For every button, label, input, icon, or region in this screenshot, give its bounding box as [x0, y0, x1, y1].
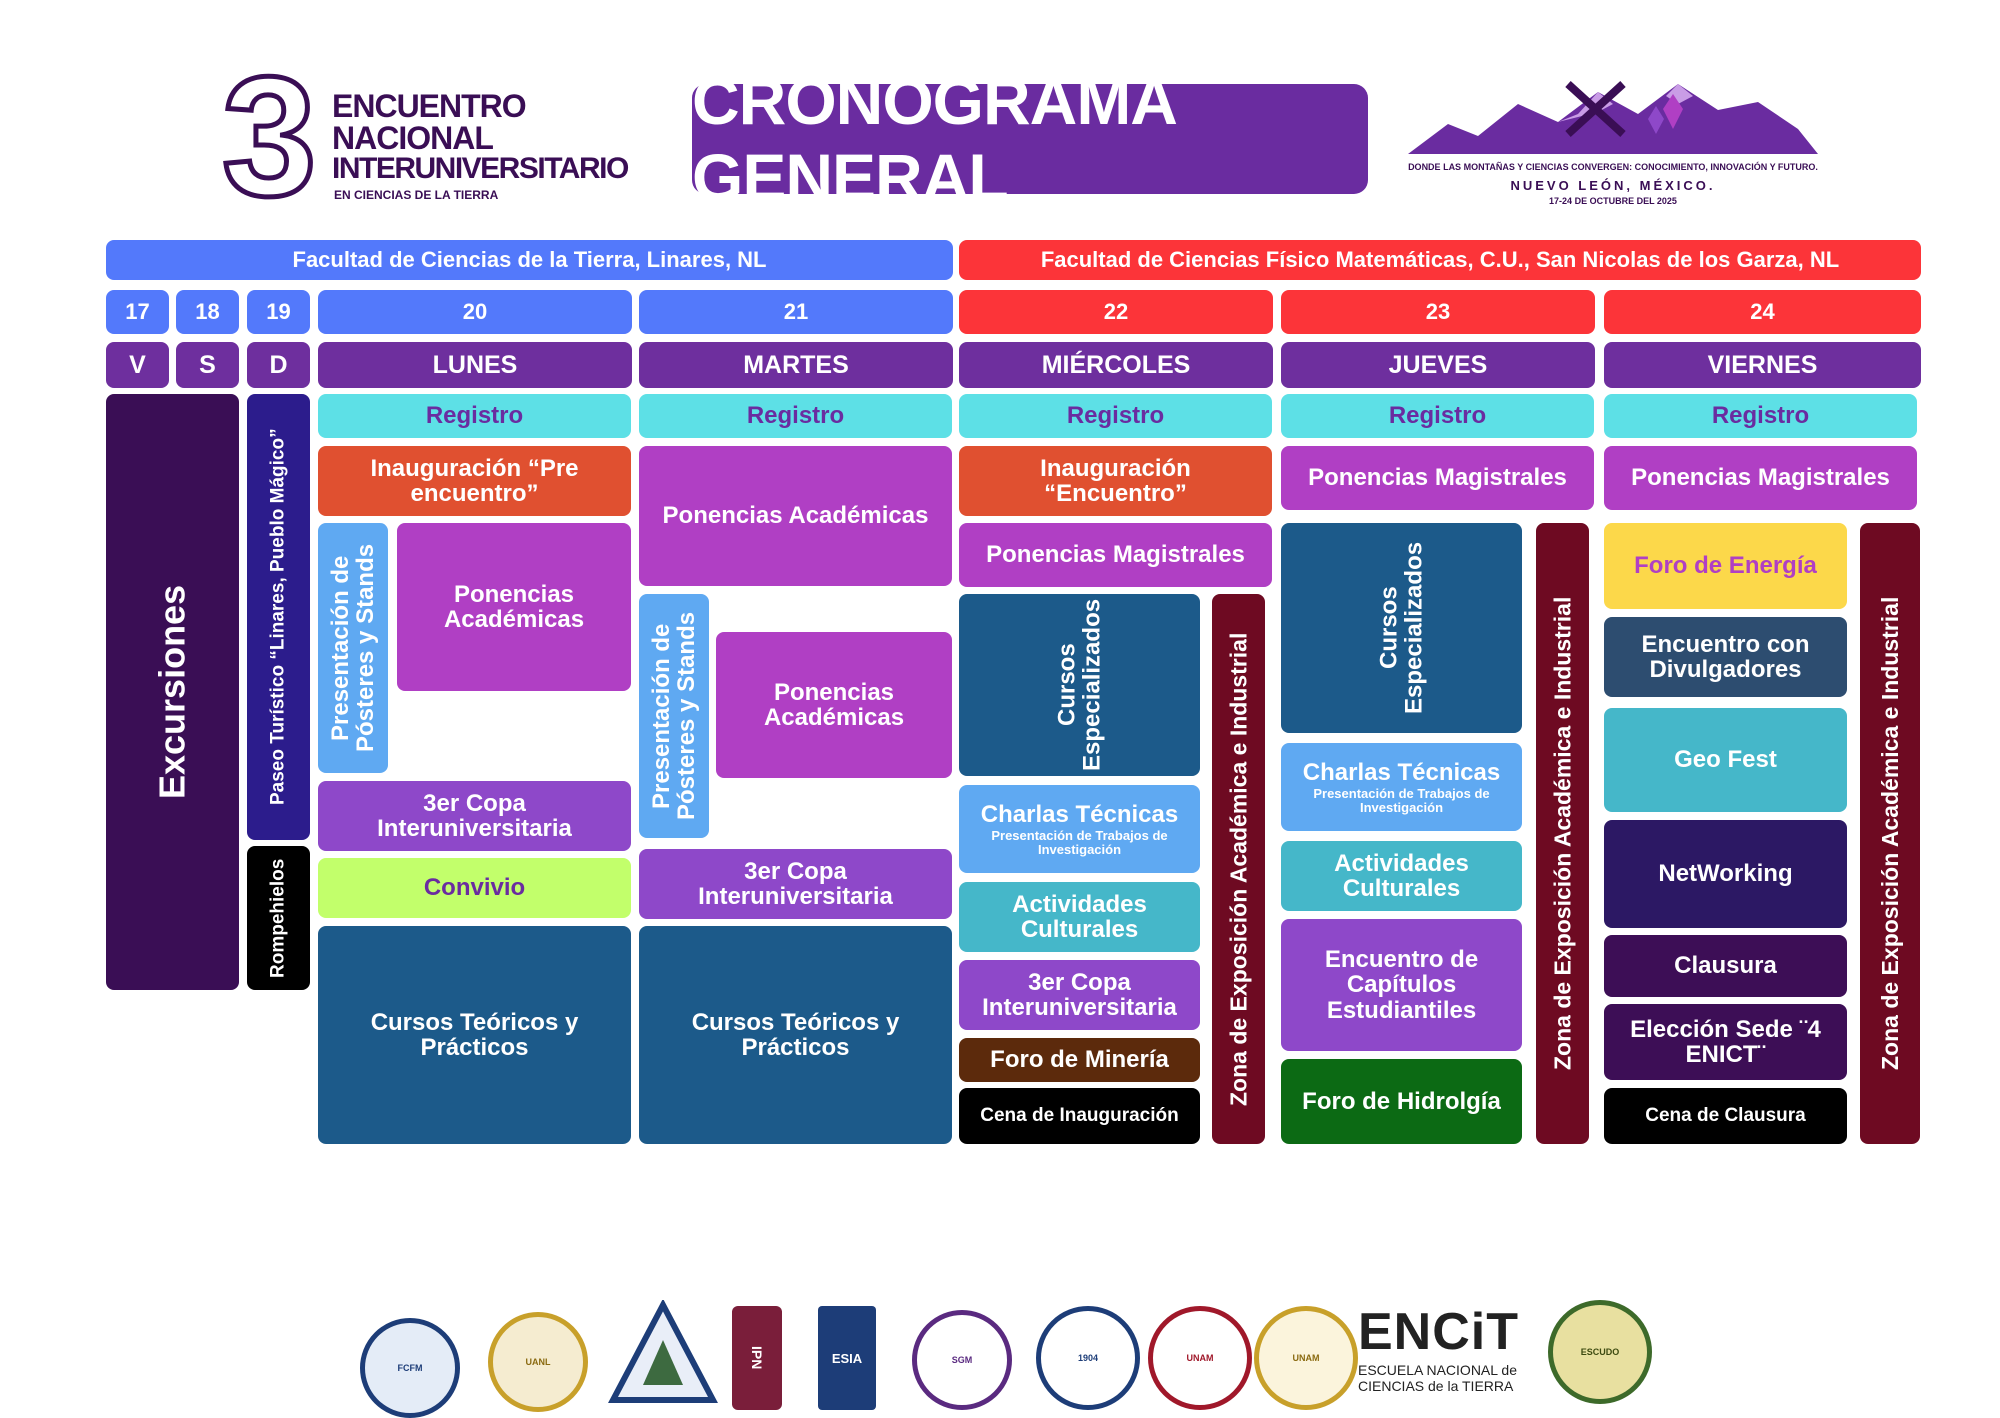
location: NUEVO LEÓN, MÉXICO.: [1510, 178, 1716, 193]
rompehielos-block: Rompehielos: [247, 846, 310, 990]
fri-zona-exposicion: Zona de Exposición Académica e Industria…: [1860, 523, 1920, 1144]
mon-posters: Presentación de Pósteres y Stands: [318, 523, 388, 773]
wed-magistrales: Ponencias Magistrales: [959, 523, 1272, 587]
event-number: 3: [220, 42, 320, 232]
day-number: 20: [318, 290, 632, 334]
event-logo: 3 ENCUENTRO NACIONAL INTERUNIVERSITARIO …: [220, 50, 632, 225]
thu-foro-hidrologia: Foro de Hidrolgía: [1281, 1059, 1522, 1144]
mon-cursos: Cursos Teóricos y Prácticos: [318, 926, 631, 1144]
sociedad-geologica-mexicana-seal: 1904: [1036, 1306, 1140, 1410]
fri-geofest: Geo Fest: [1604, 708, 1847, 812]
wed-inauguracion: Inauguración “Encuentro”: [959, 446, 1272, 516]
tue-cursos: Cursos Teóricos y Prácticos: [639, 926, 952, 1144]
encit-line1: ESCUELA NACIONAL de: [1358, 1362, 1517, 1378]
day-name: V: [106, 342, 169, 388]
wed-actividades: Actividades Culturales: [959, 882, 1200, 952]
uanl-seal: UANL: [488, 1312, 588, 1412]
wed-registro: Registro: [959, 394, 1272, 438]
ipn-logo: IPN: [732, 1306, 782, 1410]
wed-cursos: Cursos Especializados: [959, 594, 1200, 776]
day-number: 24: [1604, 290, 1921, 334]
thu-magistrales: Ponencias Magistrales: [1281, 446, 1594, 510]
venue-linares: Facultad de Ciencias de la Tierra, Linar…: [106, 240, 953, 280]
thu-zona-exposicion: Zona de Exposición Académica e Industria…: [1536, 523, 1589, 1144]
mon-registro: Registro: [318, 394, 631, 438]
day-number: 22: [959, 290, 1273, 334]
page-title: CRONOGRAMA GENERAL: [692, 64, 1368, 214]
wed-copa: 3er Copa Interuniversitaria: [959, 960, 1200, 1030]
wed-zona-exposicion: Zona de Exposición Académica e Industria…: [1212, 594, 1265, 1144]
day-name: MARTES: [639, 342, 953, 388]
event-line3: INTERUNIVERSITARIO: [332, 152, 629, 185]
wed-charlas: Charlas Técnicas Presentación de Trabajo…: [959, 785, 1200, 873]
venue-san-nicolas: Facultad de Ciencias Físico Matemáticas,…: [959, 240, 1921, 280]
university-seal: ESCUDO: [1548, 1300, 1652, 1404]
encit-logo: ENCiT ESCUELA NACIONAL de CIENCIAS de la…: [1358, 1306, 1538, 1406]
fri-registro: Registro: [1604, 394, 1917, 438]
wed-cena: Cena de Inauguración: [959, 1088, 1200, 1144]
day-name: LUNES: [318, 342, 632, 388]
wed-foro-mineria: Foro de Minería: [959, 1038, 1200, 1082]
mon-copa: 3er Copa Interuniversitaria: [318, 781, 631, 851]
encit-line2: CIENCIAS de la TIERRA: [1358, 1378, 1514, 1394]
excursiones-block: Excursiones: [106, 394, 239, 990]
day-name: JUEVES: [1281, 342, 1595, 388]
thu-charlas: Charlas Técnicas Presentación de Trabajo…: [1281, 743, 1522, 831]
event-line1: ENCUENTRO: [332, 88, 527, 124]
fcfm-uanl-seal: FCFM: [360, 1318, 460, 1418]
fri-cena: Cena de Clausura: [1604, 1088, 1847, 1144]
fri-clausura: Clausura: [1604, 935, 1847, 997]
event-dates: 17-24 DE OCTUBRE DEL 2025: [1549, 196, 1677, 206]
ingenieria-unam-seal: UNAM: [1148, 1306, 1252, 1410]
ipn-esia-logo: ESIA: [818, 1306, 876, 1410]
tue-posters: Presentación de Pósteres y Stands: [639, 594, 709, 838]
event-banner: DONDE LAS MONTAÑAS Y CIENCIAS CONVERGEN:…: [1408, 74, 1818, 214]
tue-ponencias-2: Ponencias Académicas: [716, 632, 952, 778]
fri-foro-energia: Foro de Energía: [1604, 523, 1847, 609]
thu-actividades: Actividades Culturales: [1281, 841, 1522, 911]
thu-charlas-subtitle: Presentación de Trabajos de Investigació…: [1313, 785, 1490, 815]
tue-registro: Registro: [639, 394, 952, 438]
paseo-turistico-block: Paseo Turístico “Linares, Pueblo Mágico”: [247, 394, 310, 840]
mountains-illustration: [1408, 81, 1818, 154]
tue-copa: 3er Copa Interuniversitaria: [639, 849, 952, 919]
day-name: D: [247, 342, 310, 388]
wed-charlas-title: Charlas Técnicas: [980, 800, 1179, 828]
event-subtitle: EN CIENCIAS DE LA TIERRA: [334, 188, 499, 202]
sgm-seal: SGM: [912, 1310, 1012, 1410]
mon-inauguracion: Inauguración “Pre encuentro”: [318, 446, 631, 516]
day-number: 17: [106, 290, 169, 334]
thu-registro: Registro: [1281, 394, 1594, 438]
thu-capitulos: Encuentro de Capítulos Estudiantiles: [1281, 919, 1522, 1051]
fri-divulgadores: Encuentro con Divulgadores: [1604, 617, 1847, 697]
thu-cursos: Cursos Especializados: [1281, 523, 1522, 733]
day-name: MIÉRCOLES: [959, 342, 1273, 388]
unam-seal: UNAM: [1254, 1306, 1358, 1410]
day-number: 21: [639, 290, 953, 334]
thu-charlas-title: Charlas Técnicas: [1302, 758, 1501, 786]
day-number: 19: [247, 290, 310, 334]
mon-convivio: Convivio: [318, 858, 631, 918]
day-number: 18: [176, 290, 239, 334]
fct-triangle-logo: [608, 1300, 718, 1403]
day-name: S: [176, 342, 239, 388]
wed-charlas-subtitle: Presentación de Trabajos de Investigació…: [991, 827, 1168, 857]
day-number: 23: [1281, 290, 1595, 334]
fri-networking: NetWorking: [1604, 820, 1847, 928]
event-line2: NACIONAL: [332, 120, 494, 156]
mon-ponencias: Ponencias Académicas: [397, 523, 631, 691]
fri-magistrales: Ponencias Magistrales: [1604, 446, 1917, 510]
fri-eleccion-sede: Elección Sede ¨4 ENICT¨: [1604, 1004, 1847, 1080]
tagline: DONDE LAS MONTAÑAS Y CIENCIAS CONVERGEN:…: [1408, 162, 1818, 172]
tue-ponencias-1: Ponencias Académicas: [639, 446, 952, 586]
day-name: VIERNES: [1604, 342, 1921, 388]
encit-name: ENCiT: [1358, 1303, 1519, 1361]
